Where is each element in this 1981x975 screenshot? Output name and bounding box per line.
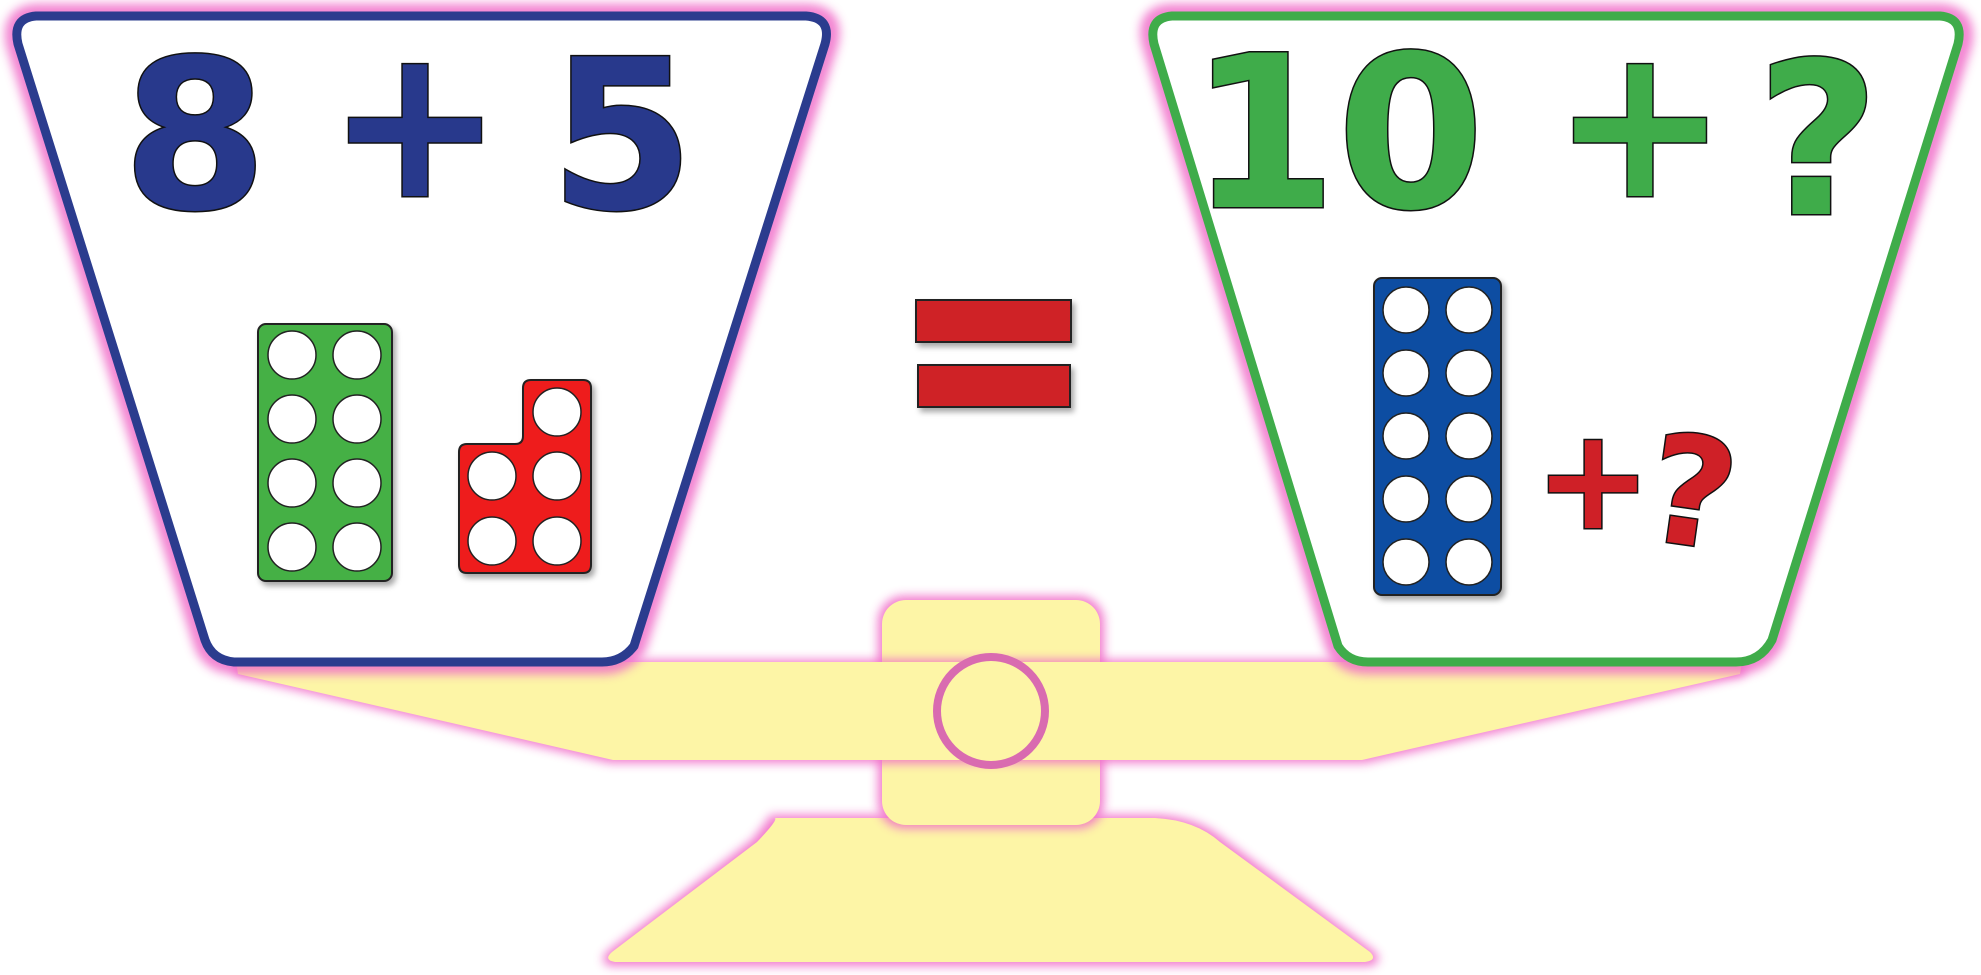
equals-sign bbox=[916, 300, 1071, 407]
rod-hole bbox=[1446, 476, 1492, 522]
rod-hole bbox=[268, 395, 316, 443]
rod-hole bbox=[1446, 539, 1492, 585]
rod-hole bbox=[468, 452, 516, 500]
left-plus-sign: + bbox=[327, 1, 503, 246]
rod-hole bbox=[333, 459, 381, 507]
rod-hole bbox=[333, 395, 381, 443]
right-operand-a: 10 bbox=[1189, 10, 1484, 257]
rod-hole bbox=[1383, 350, 1429, 396]
right-unknown-operand: ? bbox=[1757, 17, 1880, 264]
rod-hole bbox=[533, 452, 581, 500]
rod-hole bbox=[1446, 413, 1492, 459]
right-pan: 10 + ? + ? bbox=[1148, 1, 1965, 666]
rod-hole bbox=[533, 517, 581, 565]
beam-pivot bbox=[937, 657, 1045, 765]
rod-hole bbox=[268, 459, 316, 507]
rod-hole bbox=[333, 331, 381, 379]
right-plus-sign: + bbox=[1552, 1, 1728, 246]
scale-stand bbox=[603, 596, 1378, 966]
rod-hole bbox=[468, 517, 516, 565]
rod-hole bbox=[1383, 413, 1429, 459]
rod-hole bbox=[1446, 287, 1492, 333]
mini-plus-sign: + bbox=[1534, 399, 1651, 562]
number-rod-10 bbox=[1374, 278, 1501, 595]
number-rod-8 bbox=[258, 324, 392, 581]
rod-hole bbox=[268, 523, 316, 571]
rod-hole bbox=[333, 523, 381, 571]
left-operand-b: 5 bbox=[550, 16, 695, 258]
rod-hole bbox=[1383, 476, 1429, 522]
rod-hole bbox=[1383, 287, 1429, 333]
rod-hole bbox=[268, 331, 316, 379]
left-pan: 8 + 5 bbox=[13, 1, 832, 666]
rod-hole bbox=[1446, 350, 1492, 396]
scale-base bbox=[608, 818, 1373, 962]
rod-hole bbox=[1383, 539, 1429, 585]
left-operand-a: 8 bbox=[123, 16, 268, 258]
rod-hole bbox=[533, 388, 581, 436]
